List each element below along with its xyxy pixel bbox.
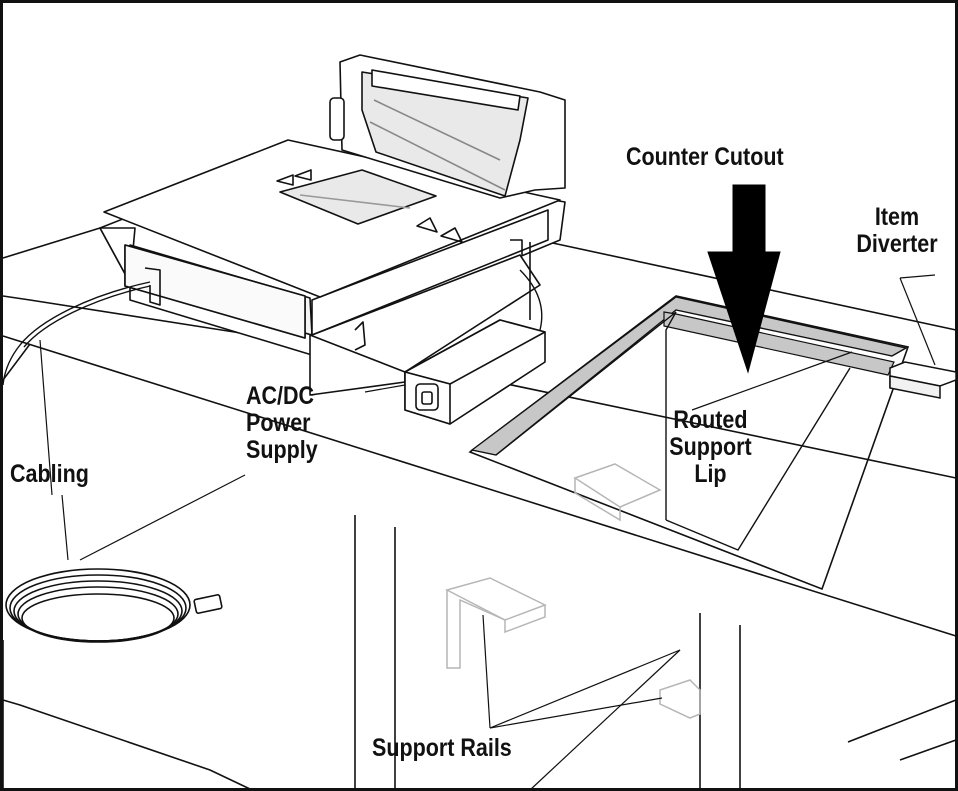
label-ac-dc-power-supply: AC/DC Power Supply xyxy=(246,382,318,464)
label-counter-cutout: Counter Cutout xyxy=(626,143,784,171)
counter-top xyxy=(2,227,957,790)
support-rails xyxy=(444,463,701,719)
item-diverter-bar xyxy=(889,361,957,399)
label-cabling: Cabling xyxy=(10,460,89,488)
label-support-rails: Support Rails xyxy=(372,734,512,762)
coiled-cable xyxy=(5,568,223,643)
cabling-cord xyxy=(2,269,543,386)
callout-leaders xyxy=(39,274,936,791)
label-item-diverter: Item Diverter xyxy=(856,203,938,258)
down-arrow-icon xyxy=(707,184,781,374)
power-supply-brick xyxy=(404,319,546,425)
label-routed-support-lip: Routed Support Lip xyxy=(669,406,752,488)
counter-cutout xyxy=(468,295,910,591)
scanner-scale xyxy=(99,54,566,396)
